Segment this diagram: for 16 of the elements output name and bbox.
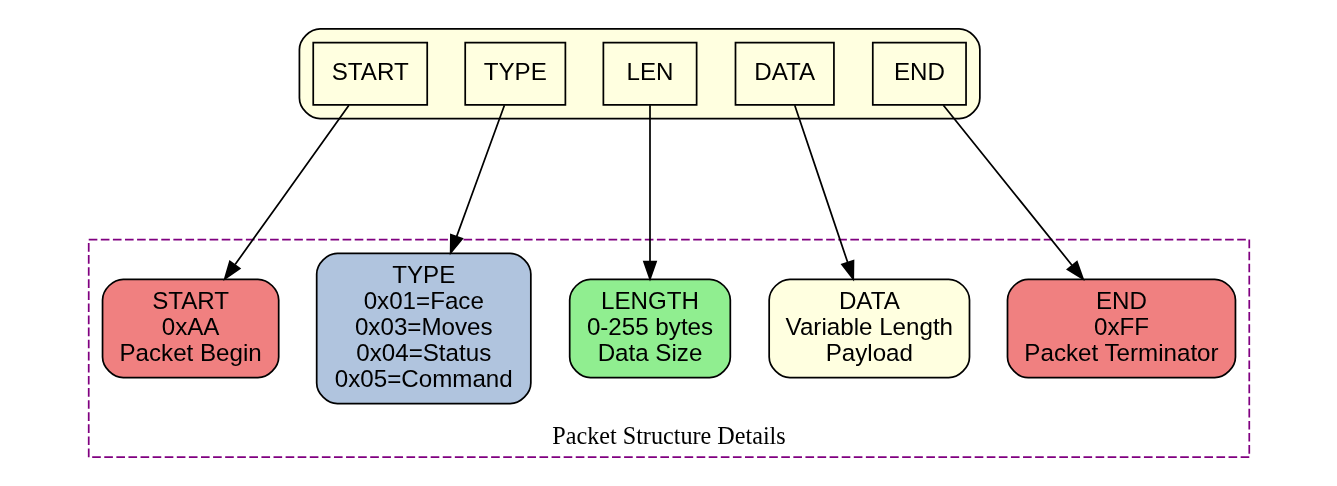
node-box: DATA Variable Length Payload <box>767 278 970 379</box>
node-box: LENGTH 0-255 bytes Data Size <box>568 278 731 379</box>
arrow <box>942 104 1085 281</box>
node-box: TYPE 0x01=Face 0x03=Moves 0x04=Status 0x05=Command <box>315 252 532 405</box>
arrow <box>449 104 505 256</box>
node-box: DATA <box>734 41 835 106</box>
cluster <box>298 28 981 120</box>
node-box: END 0xFF Packet Terminator <box>1006 278 1236 379</box>
node-box: LEN <box>602 41 697 106</box>
node-box: START <box>311 41 428 106</box>
arrow <box>222 104 350 282</box>
node-box: END <box>871 41 967 106</box>
arrow <box>642 104 657 282</box>
node-box: START 0xAA Packet Begin <box>101 278 280 379</box>
arrow <box>793 104 854 282</box>
node-box: TYPE <box>463 41 566 106</box>
